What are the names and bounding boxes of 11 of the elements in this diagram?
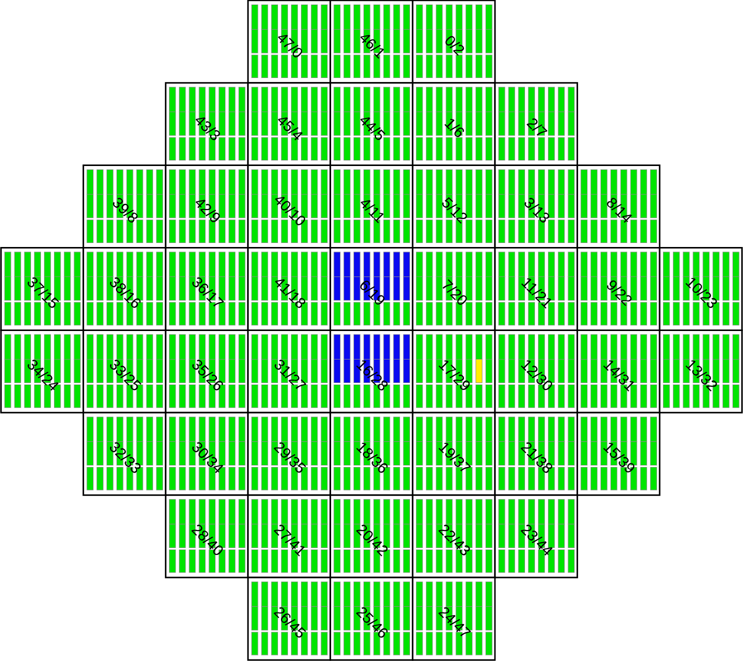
module-tile: 45/4 <box>247 82 332 166</box>
module-tile: 4/11 <box>330 164 414 248</box>
module-tile: 44/5 <box>330 82 414 166</box>
module-tile: 6/19 <box>330 247 414 331</box>
module-tile: 2/7 <box>494 82 578 166</box>
module-tile: 46/1 <box>330 0 414 84</box>
module-tile: 0/2 <box>412 0 496 84</box>
module-tile: 43/3 <box>164 82 249 166</box>
module-tile: 42/9 <box>164 164 249 248</box>
module-tile: 1/6 <box>412 82 496 166</box>
module-tile: 47/0 <box>247 0 332 84</box>
